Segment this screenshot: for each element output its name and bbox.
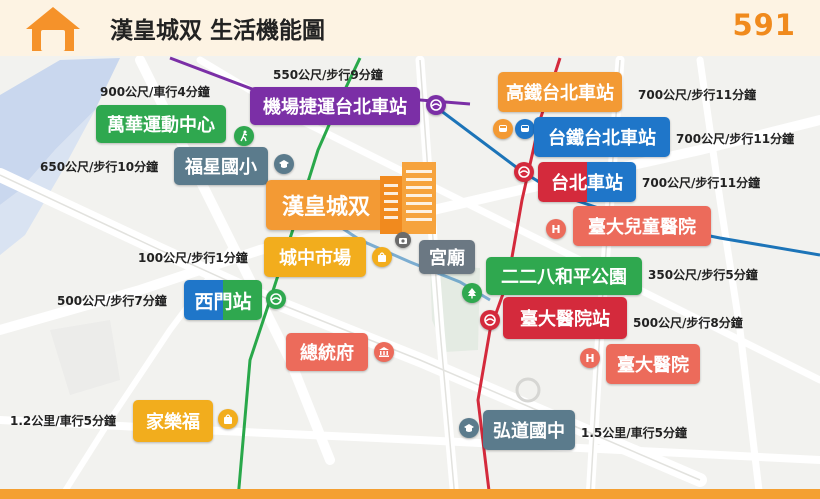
- metro-icon: [266, 289, 286, 309]
- hospital-icon: H: [580, 348, 600, 368]
- airport-mrt-label[interactable]: 機場捷運台北車站: [250, 87, 420, 125]
- carrefour-distance: 1.2公里/車行5分鐘: [10, 414, 116, 428]
- tree-icon: [462, 283, 482, 303]
- ntuh-station-label[interactable]: 臺大醫院站: [503, 297, 627, 339]
- tra-station-label[interactable]: 台鐵台北車站: [534, 117, 670, 157]
- airport-mrt-distance: 550公尺/步行9分鐘: [273, 68, 383, 82]
- shopping-bag-icon: [218, 409, 238, 429]
- train-icon: [493, 119, 513, 139]
- building-icon: [380, 162, 436, 234]
- park-228-distance: 350公尺/步行5分鐘: [648, 268, 758, 282]
- page-title: 漢皇城双 生活機能圖: [110, 18, 326, 44]
- presidential-office-label[interactable]: 總統府: [286, 333, 368, 371]
- market-distance: 100公尺/步行1分鐘: [138, 251, 248, 265]
- metro-icon: [514, 162, 534, 182]
- mrt-taipei-station-distance: 700公尺/步行11分鐘: [642, 176, 761, 190]
- market-label[interactable]: 城中市場: [264, 237, 366, 277]
- school-icon: [459, 418, 479, 438]
- metro-icon: [426, 95, 446, 115]
- hongdao-school-label[interactable]: 弘道國中: [483, 410, 575, 450]
- shopping-bag-icon: [372, 247, 392, 267]
- fuxing-school-distance: 650公尺/步行10分鐘: [40, 160, 159, 174]
- wanhua-sports-distance: 900公尺/車行4分鐘: [100, 85, 210, 99]
- mrt-taipei-station-label[interactable]: 台北車站: [538, 162, 636, 202]
- home-icon: [26, 7, 80, 51]
- fuxing-school-label[interactable]: 福星國小: [174, 147, 268, 185]
- park-228-label[interactable]: 二二八和平公園: [486, 257, 642, 295]
- hongdao-school-distance: 1.5公里/車行5分鐘: [581, 426, 687, 440]
- property-label[interactable]: 漢皇城双: [266, 180, 386, 230]
- camera-icon: [395, 232, 411, 248]
- government-icon: [374, 342, 394, 362]
- river: [0, 58, 120, 205]
- tra-station-distance: 700公尺/步行11分鐘: [676, 132, 795, 146]
- metro-icon: [480, 310, 500, 330]
- train-icon: [515, 119, 535, 139]
- ximen-distance: 500公尺/步行7分鐘: [57, 294, 167, 308]
- wanhua-sports-label[interactable]: 萬華運動中心: [96, 105, 226, 143]
- childrens-hospital-label[interactable]: 臺大兒童醫院: [573, 206, 711, 246]
- ntuh-station-distance: 500公尺/步行8分鐘: [633, 316, 743, 330]
- school-icon: [274, 154, 294, 174]
- footer-bar: [0, 489, 820, 499]
- temple-label[interactable]: 宮廟: [419, 240, 475, 274]
- running-icon: [234, 126, 254, 146]
- ximen-station-label[interactable]: 西門站: [184, 280, 262, 320]
- brand-logo: 591: [732, 8, 796, 42]
- hospital-icon: H: [546, 219, 566, 239]
- ntuh-label[interactable]: 臺大醫院: [606, 344, 700, 384]
- hsr-station-distance: 700公尺/步行11分鐘: [638, 88, 757, 102]
- header-bar: 漢皇城双 生活機能圖 591: [0, 0, 820, 56]
- hsr-station-label[interactable]: 高鐵台北車站: [498, 72, 622, 112]
- carrefour-label[interactable]: 家樂福: [133, 400, 213, 442]
